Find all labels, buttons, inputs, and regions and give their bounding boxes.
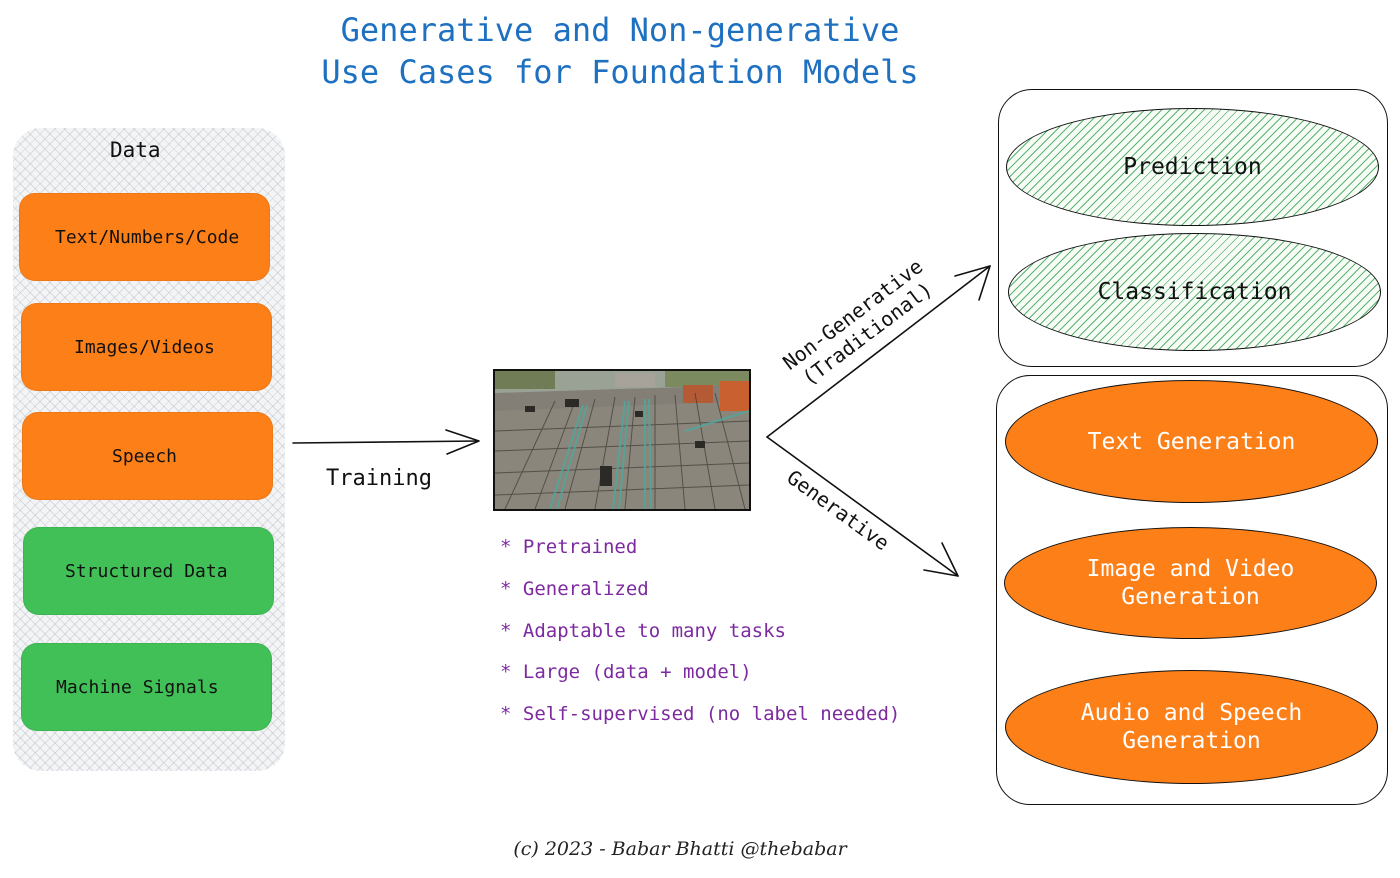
model-property: * Pretrained — [500, 536, 638, 558]
data-item-label: Images/Videos — [74, 336, 215, 358]
model-property: * Generalized — [500, 578, 649, 600]
generative-outputs-box — [996, 375, 1388, 805]
diagram-title-line-2: Use Cases for Foundation Models — [321, 53, 919, 91]
audio-speech-generation-label-line-2: Generation — [1122, 728, 1261, 754]
text-generation-ellipse: Text Generation — [1005, 380, 1378, 503]
non-generative-arrow-head — [954, 265, 991, 301]
image-video-generation-ellipse: Image and Video Generation — [1004, 527, 1377, 639]
classification-label: Classification — [1097, 279, 1292, 305]
data-item-images-videos: Images/Videos — [21, 303, 272, 391]
data-item-text-numbers-code: Text/Numbers/Code — [19, 193, 270, 281]
generative-arrow — [766, 436, 959, 577]
training-label: Training — [326, 466, 432, 491]
model-property: * Adaptable to many tasks — [500, 620, 786, 642]
data-panel-title: Data — [110, 138, 161, 162]
training-arrow-head — [445, 429, 480, 455]
data-item-label: Machine Signals — [56, 676, 219, 698]
text-generation-label: Text Generation — [1087, 428, 1296, 455]
audio-speech-generation-label-line-1: Audio and Speech — [1080, 700, 1303, 726]
data-item-structured-data: Structured Data — [23, 527, 274, 615]
non-generative-arrow — [766, 265, 991, 438]
image-video-generation-label-line-2: Generation — [1121, 584, 1260, 610]
non-generative-outputs-box — [998, 89, 1388, 367]
training-arrow — [292, 440, 479, 444]
construction-site-picture — [495, 371, 749, 509]
diagram-title-line-1: Generative and Non-generative — [340, 11, 900, 49]
prediction-label: Prediction — [1123, 154, 1262, 180]
prediction-ellipse: Prediction — [1006, 108, 1379, 226]
classification-ellipse: Classification — [1008, 233, 1381, 351]
data-item-label: Text/Numbers/Code — [55, 226, 240, 248]
model-property: * Self-supervised (no label needed) — [500, 703, 901, 725]
copyright-credit: (c) 2023 - Babar Bhatti @thebabar — [513, 838, 847, 860]
construction-site-image — [493, 369, 751, 511]
model-property: * Large (data + model) — [500, 661, 752, 683]
audio-speech-generation-ellipse: Audio and Speech Generation — [1005, 670, 1378, 784]
image-video-generation-label-line-1: Image and Video — [1086, 556, 1295, 582]
generative-arrow-head — [923, 542, 959, 577]
data-item-label: Speech — [112, 445, 178, 467]
data-item-machine-signals: Machine Signals — [21, 643, 272, 731]
data-item-label: Structured Data — [65, 560, 228, 582]
data-item-speech: Speech — [22, 412, 273, 500]
